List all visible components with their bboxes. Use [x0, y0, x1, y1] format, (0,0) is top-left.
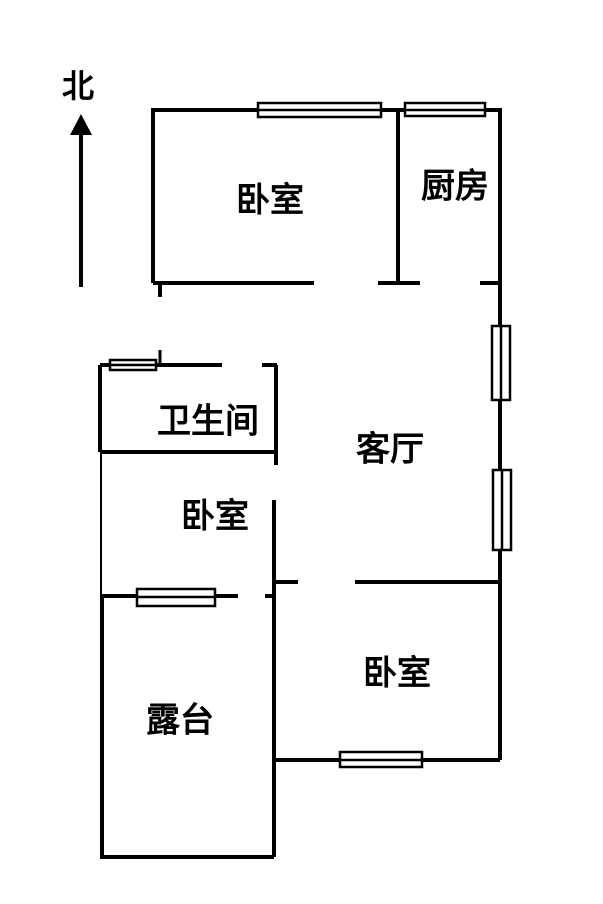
room-label-bedroom-west: 卧室: [181, 496, 249, 537]
room-label-kitchen: 厨房: [421, 166, 489, 207]
room-label-terrace: 露台: [146, 700, 214, 741]
room-label-bedroom-north: 卧室: [236, 180, 304, 221]
north-arrow-icon: [70, 114, 92, 287]
windows: [108, 101, 513, 769]
room-label-living-room: 客厅: [356, 429, 424, 470]
north-label: 北: [61, 67, 95, 105]
room-label-bathroom: 卫生间: [157, 401, 259, 442]
room-label-bedroom-south: 卧室: [363, 653, 431, 694]
walls: [98, 108, 502, 859]
